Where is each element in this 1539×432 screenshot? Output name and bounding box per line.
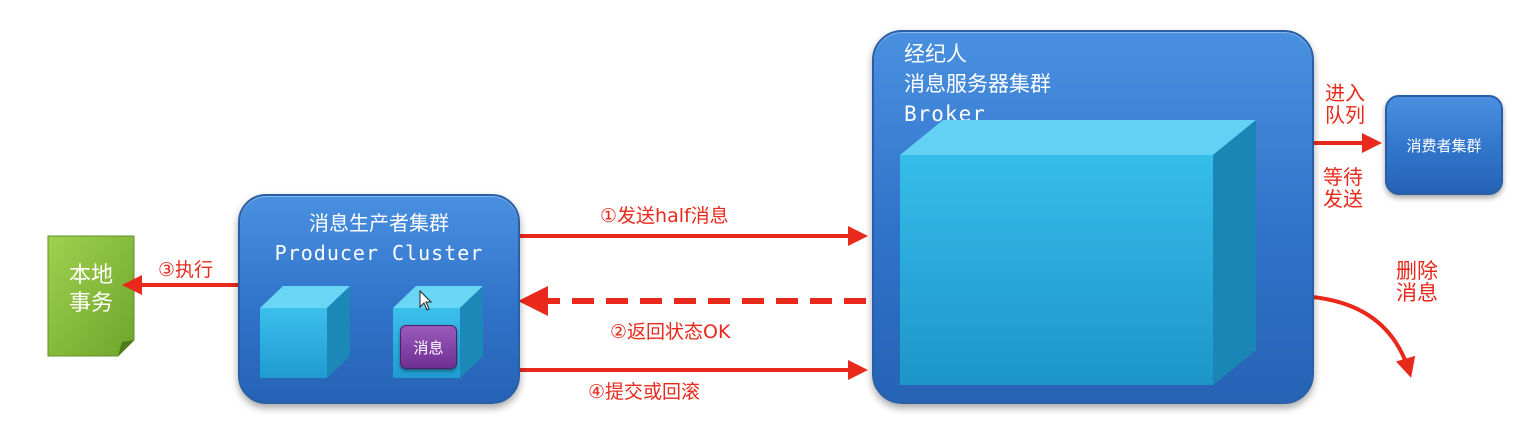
- arrow-delete: [1311, 295, 1416, 378]
- broker-line3: Broker: [904, 102, 986, 126]
- label-enter-queue-1: 进入: [1325, 81, 1365, 105]
- message-chip: 消息: [400, 325, 457, 369]
- label-wait-send: 等待 发送: [1318, 166, 1368, 210]
- producer-title: 消息生产者集群: [309, 211, 449, 235]
- local-transaction-doc-icon: [47, 235, 135, 357]
- label-wait-send-1: 等待: [1323, 165, 1363, 189]
- label-commit-rollback: ④提交或回滚: [588, 381, 701, 403]
- local-transaction-line2: 事务: [68, 291, 113, 316]
- consumer-cluster-box: 消费者集群: [1385, 95, 1503, 195]
- label-execute: ③执行: [158, 259, 214, 281]
- local-transaction-line1: 本地: [68, 263, 113, 288]
- producer-cluster-box: 消息生产者集群 Producer Cluster: [238, 194, 520, 404]
- label-delete-2: 消息: [1396, 281, 1438, 305]
- label-enter-queue-2: 队列: [1325, 103, 1365, 127]
- label-delete: 删除 消息: [1392, 260, 1442, 304]
- local-transaction-label: 本地 事务: [48, 262, 134, 318]
- label-return-status: ②返回状态OK: [610, 321, 731, 343]
- label-send-half: ①发送half消息: [600, 205, 729, 227]
- broker-box: 经纪人 消息服务器集群 Broker: [872, 30, 1314, 404]
- label-delete-1: 删除: [1396, 259, 1438, 283]
- producer-subtitle: Producer Cluster: [274, 241, 484, 265]
- label-wait-send-2: 发送: [1323, 187, 1363, 211]
- broker-line1: 经纪人: [904, 42, 967, 66]
- broker-line2: 消息服务器集群: [904, 72, 1051, 96]
- label-enter-queue: 进入 队列: [1320, 82, 1370, 126]
